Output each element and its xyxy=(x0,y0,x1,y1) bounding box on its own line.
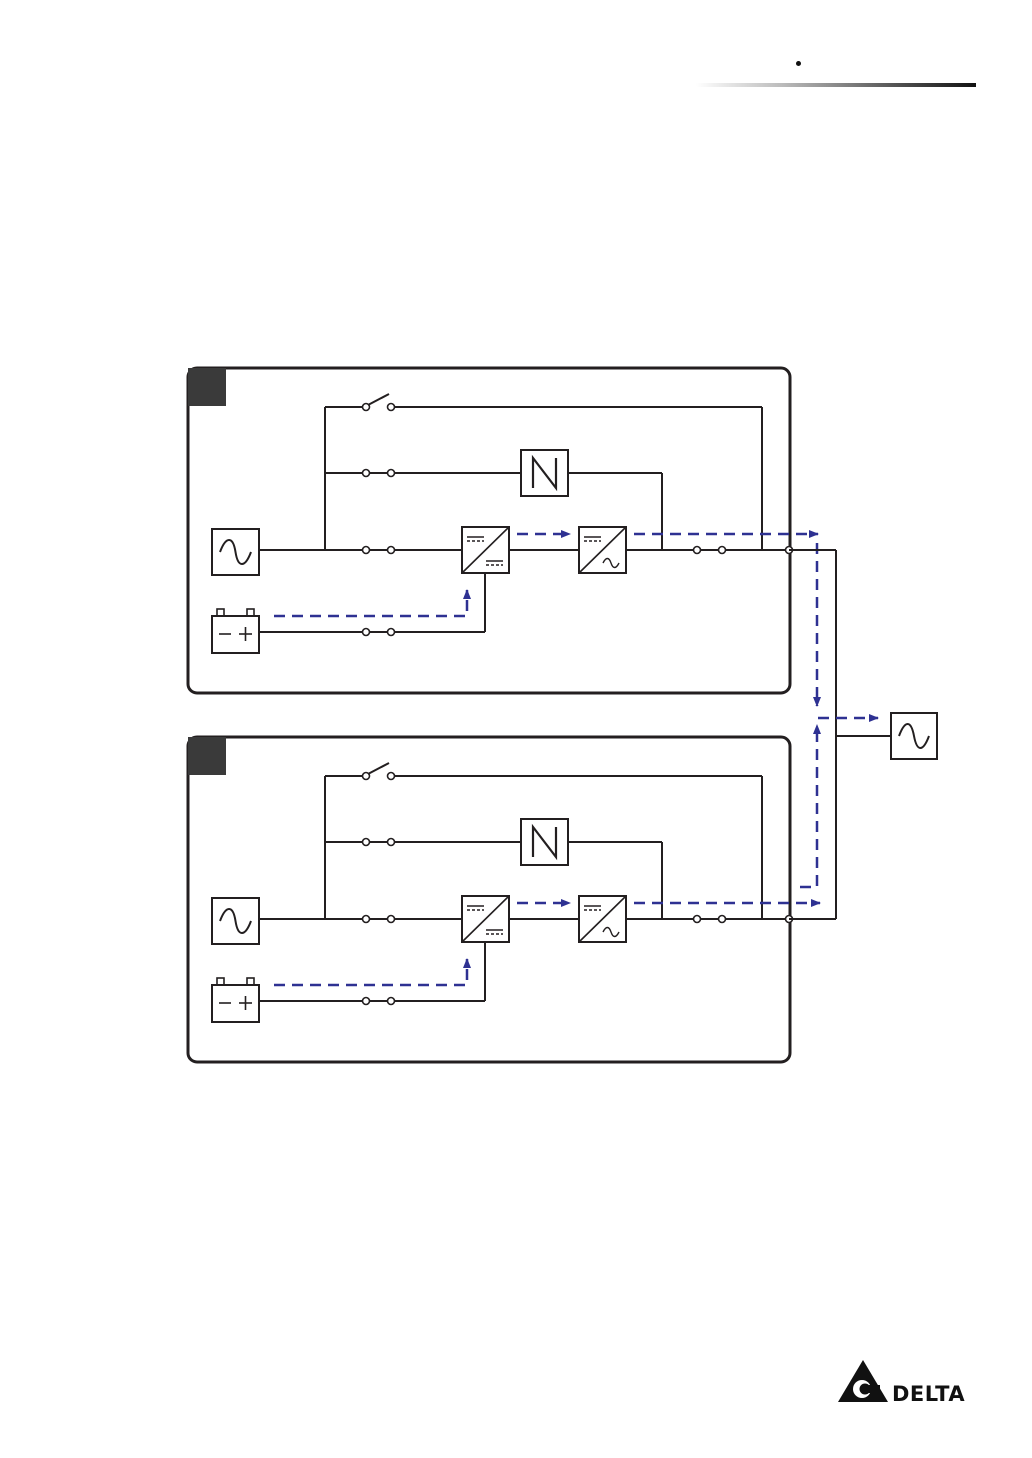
module-1-badge xyxy=(188,368,226,406)
breaker-icon xyxy=(363,839,395,846)
breaker-icon xyxy=(363,547,395,554)
inverter-icon xyxy=(579,527,626,573)
delta-logo: DELTA xyxy=(836,1356,981,1408)
breaker-icon xyxy=(694,547,726,554)
breaker-icon xyxy=(363,998,395,1005)
battery-icon xyxy=(212,609,259,653)
rectifier-icon xyxy=(462,527,509,573)
bypass-switch-icon xyxy=(363,763,395,780)
ac-source-icon xyxy=(212,529,259,575)
inverter-icon xyxy=(579,896,626,942)
bypass-switch-icon xyxy=(363,394,395,411)
ups-module-2 xyxy=(188,725,820,1062)
ups-module-1 xyxy=(188,368,818,706)
battery-icon xyxy=(212,978,259,1022)
breaker-icon xyxy=(694,916,726,923)
delta-triangle-logo-icon xyxy=(838,1360,888,1402)
breaker-icon xyxy=(363,916,395,923)
output-bus xyxy=(789,550,891,919)
breaker-icon xyxy=(363,629,395,636)
breaker-icon xyxy=(363,470,395,477)
static-switch-icon xyxy=(521,819,568,865)
logo-brand-text: DELTA xyxy=(892,1382,965,1406)
module-2-badge xyxy=(188,737,226,775)
rectifier-icon xyxy=(462,896,509,942)
static-switch-icon xyxy=(521,450,568,496)
power-flow-path-1 xyxy=(274,534,818,706)
ac-source-icon xyxy=(212,898,259,944)
load-ac-icon xyxy=(891,713,937,759)
